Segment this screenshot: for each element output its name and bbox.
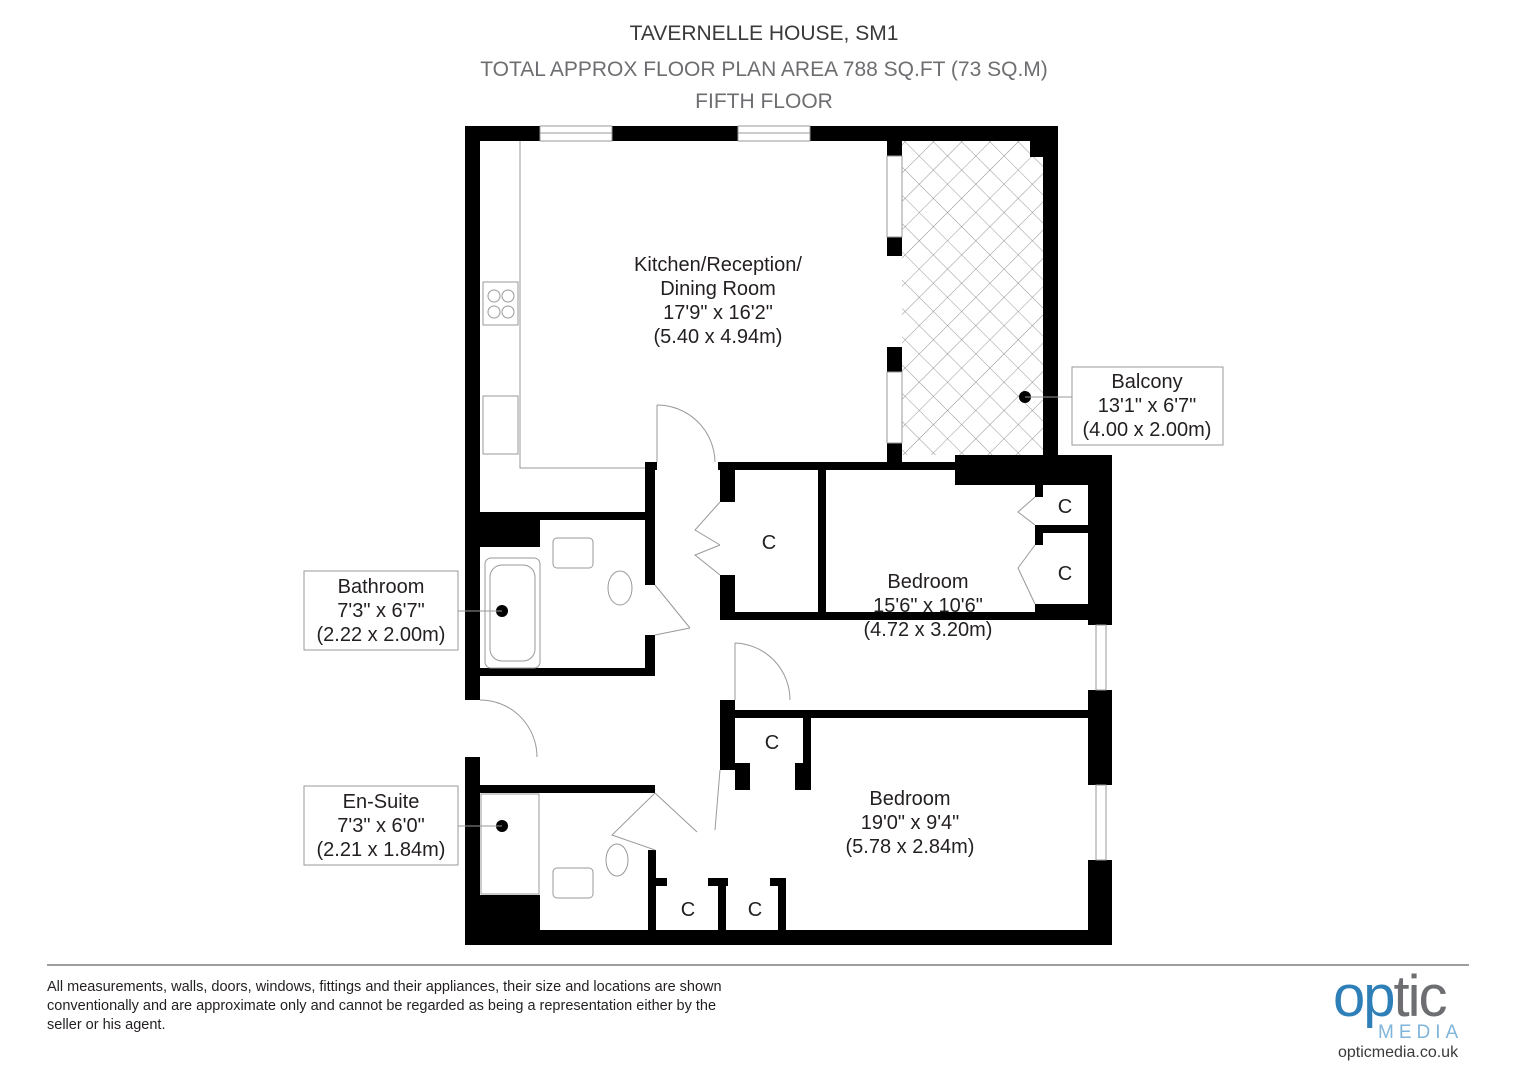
disclaimer: All measurements, walls, doors, windows,… <box>47 979 722 1033</box>
balcony-name: Balcony <box>1111 371 1182 393</box>
kitchen-metric: (5.40 x 4.94m) <box>654 326 783 348</box>
logo-op: op <box>1333 964 1395 1029</box>
cupboard-labels: C C C C C C <box>681 496 1072 921</box>
balcony-imperial: 13'1" x 6'7" <box>1098 395 1197 417</box>
bathroom-metric: (2.22 x 2.00m) <box>317 624 446 646</box>
fixtures <box>479 141 1036 899</box>
floor-plan: Kitchen/Reception/ Dining Room 17'9" x 1… <box>303 125 1224 945</box>
balcony-label: Balcony 13'1" x 6'7" (4.00 x 2.00m) <box>1083 371 1212 441</box>
bedroom1-metric: (4.72 x 3.20m) <box>864 619 993 641</box>
bathroom-name: Bathroom <box>338 576 425 598</box>
balcony-area <box>902 141 1043 455</box>
cupboard-label: C <box>1058 496 1072 518</box>
kitchen-name-1: Kitchen/Reception/ <box>634 254 802 276</box>
windows <box>539 125 1107 861</box>
bathroom-imperial: 7'3" x 6'7" <box>337 600 424 622</box>
cupboard-label: C <box>762 532 776 554</box>
balcony-metric: (4.00 x 2.00m) <box>1083 419 1212 441</box>
kitchen-label: Kitchen/Reception/ Dining Room 17'9" x 1… <box>634 254 802 348</box>
cupboard-label: C <box>765 732 779 754</box>
room-label-markers <box>303 366 1224 866</box>
bedroom2-metric: (5.78 x 2.84m) <box>846 836 975 858</box>
logo-wordmark: optic <box>1333 968 1448 1026</box>
footer-divider <box>47 964 1469 966</box>
bedroom1-imperial: 15'6" x 10'6" <box>873 595 983 617</box>
logo-media: MEDIA <box>1378 1022 1464 1043</box>
ensuite-label: En-Suite 7'3" x 6'0" (2.21 x 1.84m) <box>317 791 446 861</box>
bedroom1-label: Bedroom 15'6" x 10'6" (4.72 x 3.20m) <box>864 571 993 641</box>
bedroom2-name: Bedroom <box>869 788 950 810</box>
logo-url: opticmedia.co.uk <box>1338 1044 1459 1061</box>
cupboard-label: C <box>1058 563 1072 585</box>
cupboard-label: C <box>681 899 695 921</box>
walls <box>465 126 1112 945</box>
bedroom2-imperial: 19'0" x 9'4" <box>861 812 960 834</box>
ensuite-metric: (2.21 x 1.84m) <box>317 839 446 861</box>
kitchen-name-2: Dining Room <box>660 278 776 300</box>
plan-area: TOTAL APPROX FLOOR PLAN AREA 788 SQ.FT (… <box>480 58 1048 81</box>
logo-tic: tic <box>1393 964 1448 1029</box>
optic-media-logo: optic MEDIA opticmedia.co.uk <box>1330 968 1475 1064</box>
ensuite-name: En-Suite <box>343 791 420 813</box>
bathroom-label: Bathroom 7'3" x 6'7" (2.22 x 2.00m) <box>317 576 446 646</box>
ensuite-imperial: 7'3" x 6'0" <box>337 815 424 837</box>
bedroom2-label: Bedroom 19'0" x 9'4" (5.78 x 2.84m) <box>846 788 975 858</box>
cupboard-label: C <box>748 899 762 921</box>
bedroom1-name: Bedroom <box>887 571 968 593</box>
plan-title: TAVERNELLE HOUSE, SM1 <box>629 22 899 45</box>
plan-floor: FIFTH FLOOR <box>695 90 833 113</box>
kitchen-imperial: 17'9" x 16'2" <box>663 302 773 324</box>
